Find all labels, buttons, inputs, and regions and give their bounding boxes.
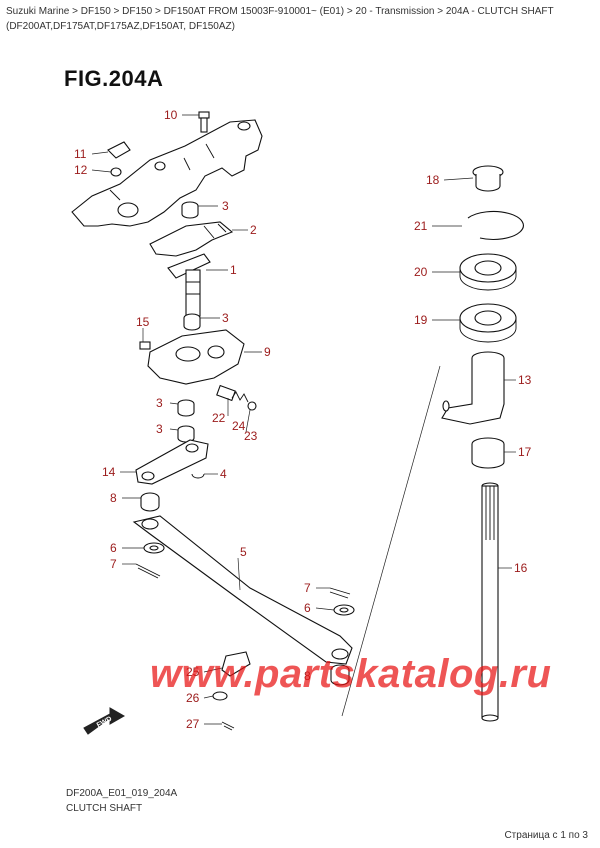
- breadcrumb: Suzuki Marine > DF150 > DF150 > DF150AT …: [6, 6, 554, 32]
- callout-3-a: 3: [222, 199, 229, 213]
- cotter-pin-7-left: [135, 563, 161, 579]
- callout-7-a: 7: [110, 557, 117, 571]
- shift-rod-5: [132, 515, 353, 665]
- cotter-pin-7-right: [329, 587, 351, 599]
- callout-8-b: 8: [304, 669, 311, 683]
- figure-title: FIG.204A: [64, 66, 164, 91]
- callout-3-b: 3: [222, 311, 229, 325]
- leader-lines: [91, 114, 516, 725]
- fwd-arrow-badge: FWD: [83, 707, 126, 735]
- arm-14: [135, 439, 209, 485]
- callout-20: 20: [414, 265, 428, 279]
- bush-17: [471, 437, 505, 469]
- callout-3-d: 3: [156, 422, 163, 436]
- pin-22: [216, 384, 236, 402]
- callout-9: 9: [264, 345, 271, 359]
- bush-8-left: [140, 492, 160, 512]
- shift-arm-1: [167, 253, 211, 317]
- lever-25: [221, 651, 251, 677]
- footer-diagram-name: CLUTCH SHAFT: [66, 803, 143, 814]
- nut-12: [110, 167, 122, 177]
- callout-16: 16: [514, 561, 528, 575]
- bush-3-lower-a: [177, 399, 195, 417]
- callout-2: 2: [250, 223, 257, 237]
- callout-19: 19: [414, 313, 428, 327]
- callout-6-b: 6: [304, 601, 311, 615]
- callout-7-b: 7: [304, 581, 311, 595]
- callout-22: 22: [212, 411, 226, 425]
- callout-8-a: 8: [110, 491, 117, 505]
- watermark: www.partskatalog.ru: [150, 652, 552, 696]
- footer-diagram-code: DF200A_E01_019_204A: [66, 788, 178, 799]
- callout-17: 17: [518, 445, 532, 459]
- callout-18: 18: [426, 173, 440, 187]
- callout-25: 25: [186, 665, 200, 679]
- fwd-label: FWD: [96, 716, 113, 730]
- bush-3-mid: [183, 313, 201, 331]
- footer-pager: Страница с 1 по 3: [504, 830, 588, 841]
- callout-11: 11: [74, 147, 87, 161]
- bush-3-top: [181, 201, 199, 219]
- ball-23: [247, 401, 257, 411]
- clip-11: [107, 141, 131, 159]
- callout-5: 5: [240, 545, 247, 559]
- screw-15: [139, 341, 151, 350]
- callout-21: 21: [414, 219, 428, 233]
- cam-13: [441, 351, 505, 425]
- callout-24: 24: [232, 419, 246, 433]
- bush-3-lower-b: [177, 425, 195, 443]
- callout-14: 14: [102, 465, 116, 479]
- circlip-21: [467, 210, 524, 241]
- washer-6-right: [333, 604, 355, 616]
- callout-27: 27: [186, 717, 200, 731]
- callout-10: 10: [164, 108, 178, 122]
- bush-8-lower: [330, 664, 350, 686]
- callout-1: 1: [230, 263, 237, 277]
- plug-18: [472, 165, 504, 192]
- washer-6-left: [143, 542, 165, 554]
- holder-9: [147, 329, 245, 385]
- shift-bracket: [71, 119, 263, 227]
- callout-13: 13: [518, 373, 532, 387]
- callout-23: 23: [244, 429, 258, 443]
- clutch-shaft-16: [481, 482, 499, 722]
- callout-15: 15: [136, 315, 150, 329]
- bolt-10: [198, 111, 210, 133]
- callout-12: 12: [74, 163, 88, 177]
- callout-3-c: 3: [156, 396, 163, 410]
- clip-4: [191, 473, 205, 479]
- seal-19: [459, 303, 517, 343]
- lever-2: [149, 221, 234, 257]
- callout-6-a: 6: [110, 541, 117, 555]
- spring-24: [231, 391, 249, 403]
- callout-26: 26: [186, 691, 200, 705]
- callout-4: 4: [220, 467, 227, 481]
- bearing-20: [459, 253, 517, 291]
- guide-line: [341, 365, 441, 717]
- cotter-pin-27: [221, 721, 235, 731]
